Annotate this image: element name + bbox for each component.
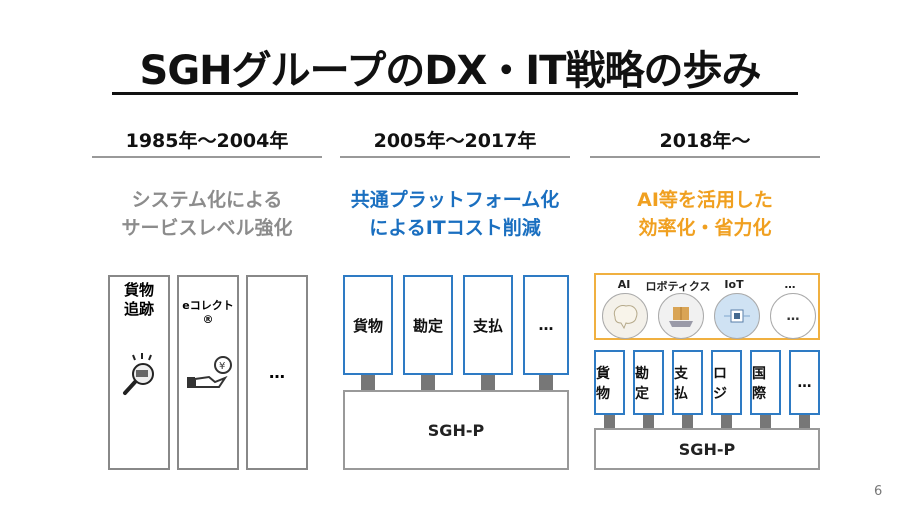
platform-sgh-p: SGH-P (594, 428, 820, 470)
iot-chip-icon (714, 293, 760, 339)
subtitle-line: 共通プラットフォーム化 (350, 189, 560, 211)
connector (721, 415, 732, 428)
era-3-divider (590, 156, 820, 158)
system-box-payment: 支払 (463, 275, 513, 375)
tech-label: ロボティクス (645, 280, 711, 293)
subtitle-line: システム化による (131, 189, 283, 211)
era-2-subtitle: 共通プラットフォーム化 によるITコスト削減 (325, 186, 585, 242)
tech-label: IoT (724, 278, 744, 291)
tech-label: AI (617, 278, 631, 291)
connector (481, 375, 495, 390)
connector (361, 375, 375, 390)
system-box-more: … (523, 275, 569, 375)
system-box-accounting: 勘定 (403, 275, 453, 375)
connector (643, 415, 654, 428)
era-3-heading: 2018年〜 (659, 130, 751, 152)
connector (539, 375, 553, 390)
connector (421, 375, 435, 390)
system-box-e-collect: eコレクト® ¥ (177, 275, 239, 470)
era-2-divider (340, 156, 570, 158)
connector (682, 415, 693, 428)
system-box-accounting: 勘定 (633, 350, 664, 415)
system-box-logistics: ロジ (711, 350, 742, 415)
era-1-subtitle: システム化による サービスレベル強化 (77, 186, 337, 242)
ellipsis-label: … (786, 308, 800, 324)
era-1-divider (92, 156, 322, 158)
ellipsis-label: … (269, 363, 285, 382)
connector (760, 415, 771, 428)
era-2-heading: 2005年〜2017年 (373, 130, 537, 152)
system-box-cargo: 貨物 (594, 350, 625, 415)
slide-title: SGHグループのDX・IT戦略の歩み (139, 48, 762, 94)
system-box-more: … (789, 350, 820, 415)
system-box-cargo-tracking: 貨物 追跡 (108, 275, 170, 470)
hand-yen-coin-icon: ¥ (187, 356, 232, 388)
platform-sgh-p: SGH-P (343, 390, 569, 470)
technology-panel: AI ロボティクス IoT … … (594, 273, 820, 340)
connector (799, 415, 810, 428)
system-box-cargo: 貨物 (343, 275, 393, 375)
title-underline (112, 92, 798, 95)
subtitle-line: サービスレベル強化 (121, 217, 293, 239)
more-technology-icon: … (770, 293, 816, 339)
box-label: 貨物 (123, 281, 154, 299)
system-box-international: 国際 (750, 350, 781, 415)
system-box-payment: 支払 (672, 350, 703, 415)
era-1-heading: 1985年〜2004年 (125, 130, 289, 152)
box-label: 追跡 (123, 300, 154, 318)
subtitle-line: によるITコスト削減 (369, 217, 541, 239)
magnifier-truck-icon (123, 353, 154, 395)
subtitle-line: AI等を活用した (637, 189, 773, 211)
box-label: eコレクト® (182, 299, 234, 326)
system-box-more: … (246, 275, 308, 470)
tech-label: … (784, 278, 796, 291)
robot-cart-boxes-icon (658, 293, 704, 339)
connector (604, 415, 615, 428)
brain-icon (602, 293, 648, 339)
era-3-subtitle: AI等を活用した 効率化・省力化 (575, 186, 835, 242)
subtitle-line: 効率化・省力化 (638, 217, 772, 239)
page-number: 6 (874, 484, 883, 499)
svg-text:¥: ¥ (219, 361, 225, 372)
